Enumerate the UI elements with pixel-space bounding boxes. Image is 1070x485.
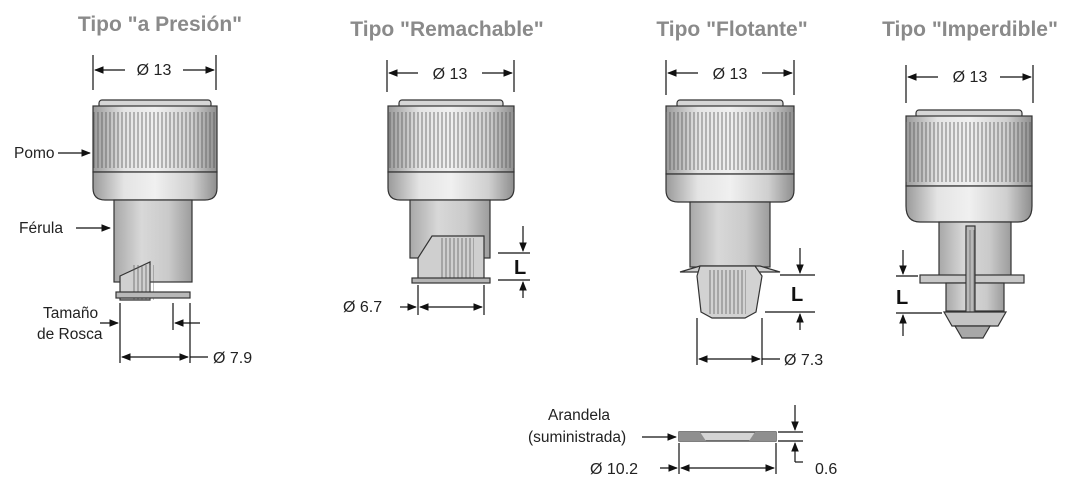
washer: Arandela (suministrada) Ø 10.2 0.6	[528, 405, 837, 478]
washer-thickness: 0.6	[815, 461, 837, 478]
press-bottom-diameter: Ø 7.9	[213, 350, 252, 367]
washer-label-line1: Arandela	[548, 407, 610, 424]
rivet-length-L: L	[514, 257, 526, 279]
rivet-top-diameter: Ø 13	[433, 66, 468, 83]
title-press-type: Tipo "a Presión"	[78, 13, 242, 36]
title-captive-type: Tipo "Imperdible"	[882, 18, 1058, 41]
captive-length-L: L	[896, 287, 908, 309]
floating-bottom-diameter: Ø 7.3	[784, 352, 823, 369]
captive-fastener: Ø 13 L	[896, 65, 1034, 339]
title-rivet-type: Tipo "Remachable"	[350, 18, 543, 41]
captive-top-diameter: Ø 13	[953, 69, 988, 86]
floating-fastener: Ø 13 L Ø 7.3	[665, 60, 823, 369]
washer-width-diameter: Ø 10.2	[590, 461, 638, 478]
press-fastener: Ø 13 Pomo Férula Tamaño de Rosca Ø 7.9	[14, 55, 252, 367]
floating-top-diameter: Ø 13	[713, 66, 748, 83]
title-floating-type: Tipo "Flotante"	[656, 18, 807, 41]
thread-size-label-line1: Tamaño	[43, 305, 98, 322]
thread-size-label-line2: de Rosca	[37, 326, 103, 343]
washer-label-line2: (suministrada)	[528, 429, 626, 446]
rivet-fastener: Ø 13 L Ø 6.7	[343, 60, 530, 316]
floating-length-L: L	[791, 284, 803, 306]
ferrule-label: Férula	[19, 220, 63, 237]
press-top-diameter: Ø 13	[137, 62, 172, 79]
rivet-bottom-diameter: Ø 6.7	[343, 299, 382, 316]
knob-label: Pomo	[14, 145, 55, 162]
